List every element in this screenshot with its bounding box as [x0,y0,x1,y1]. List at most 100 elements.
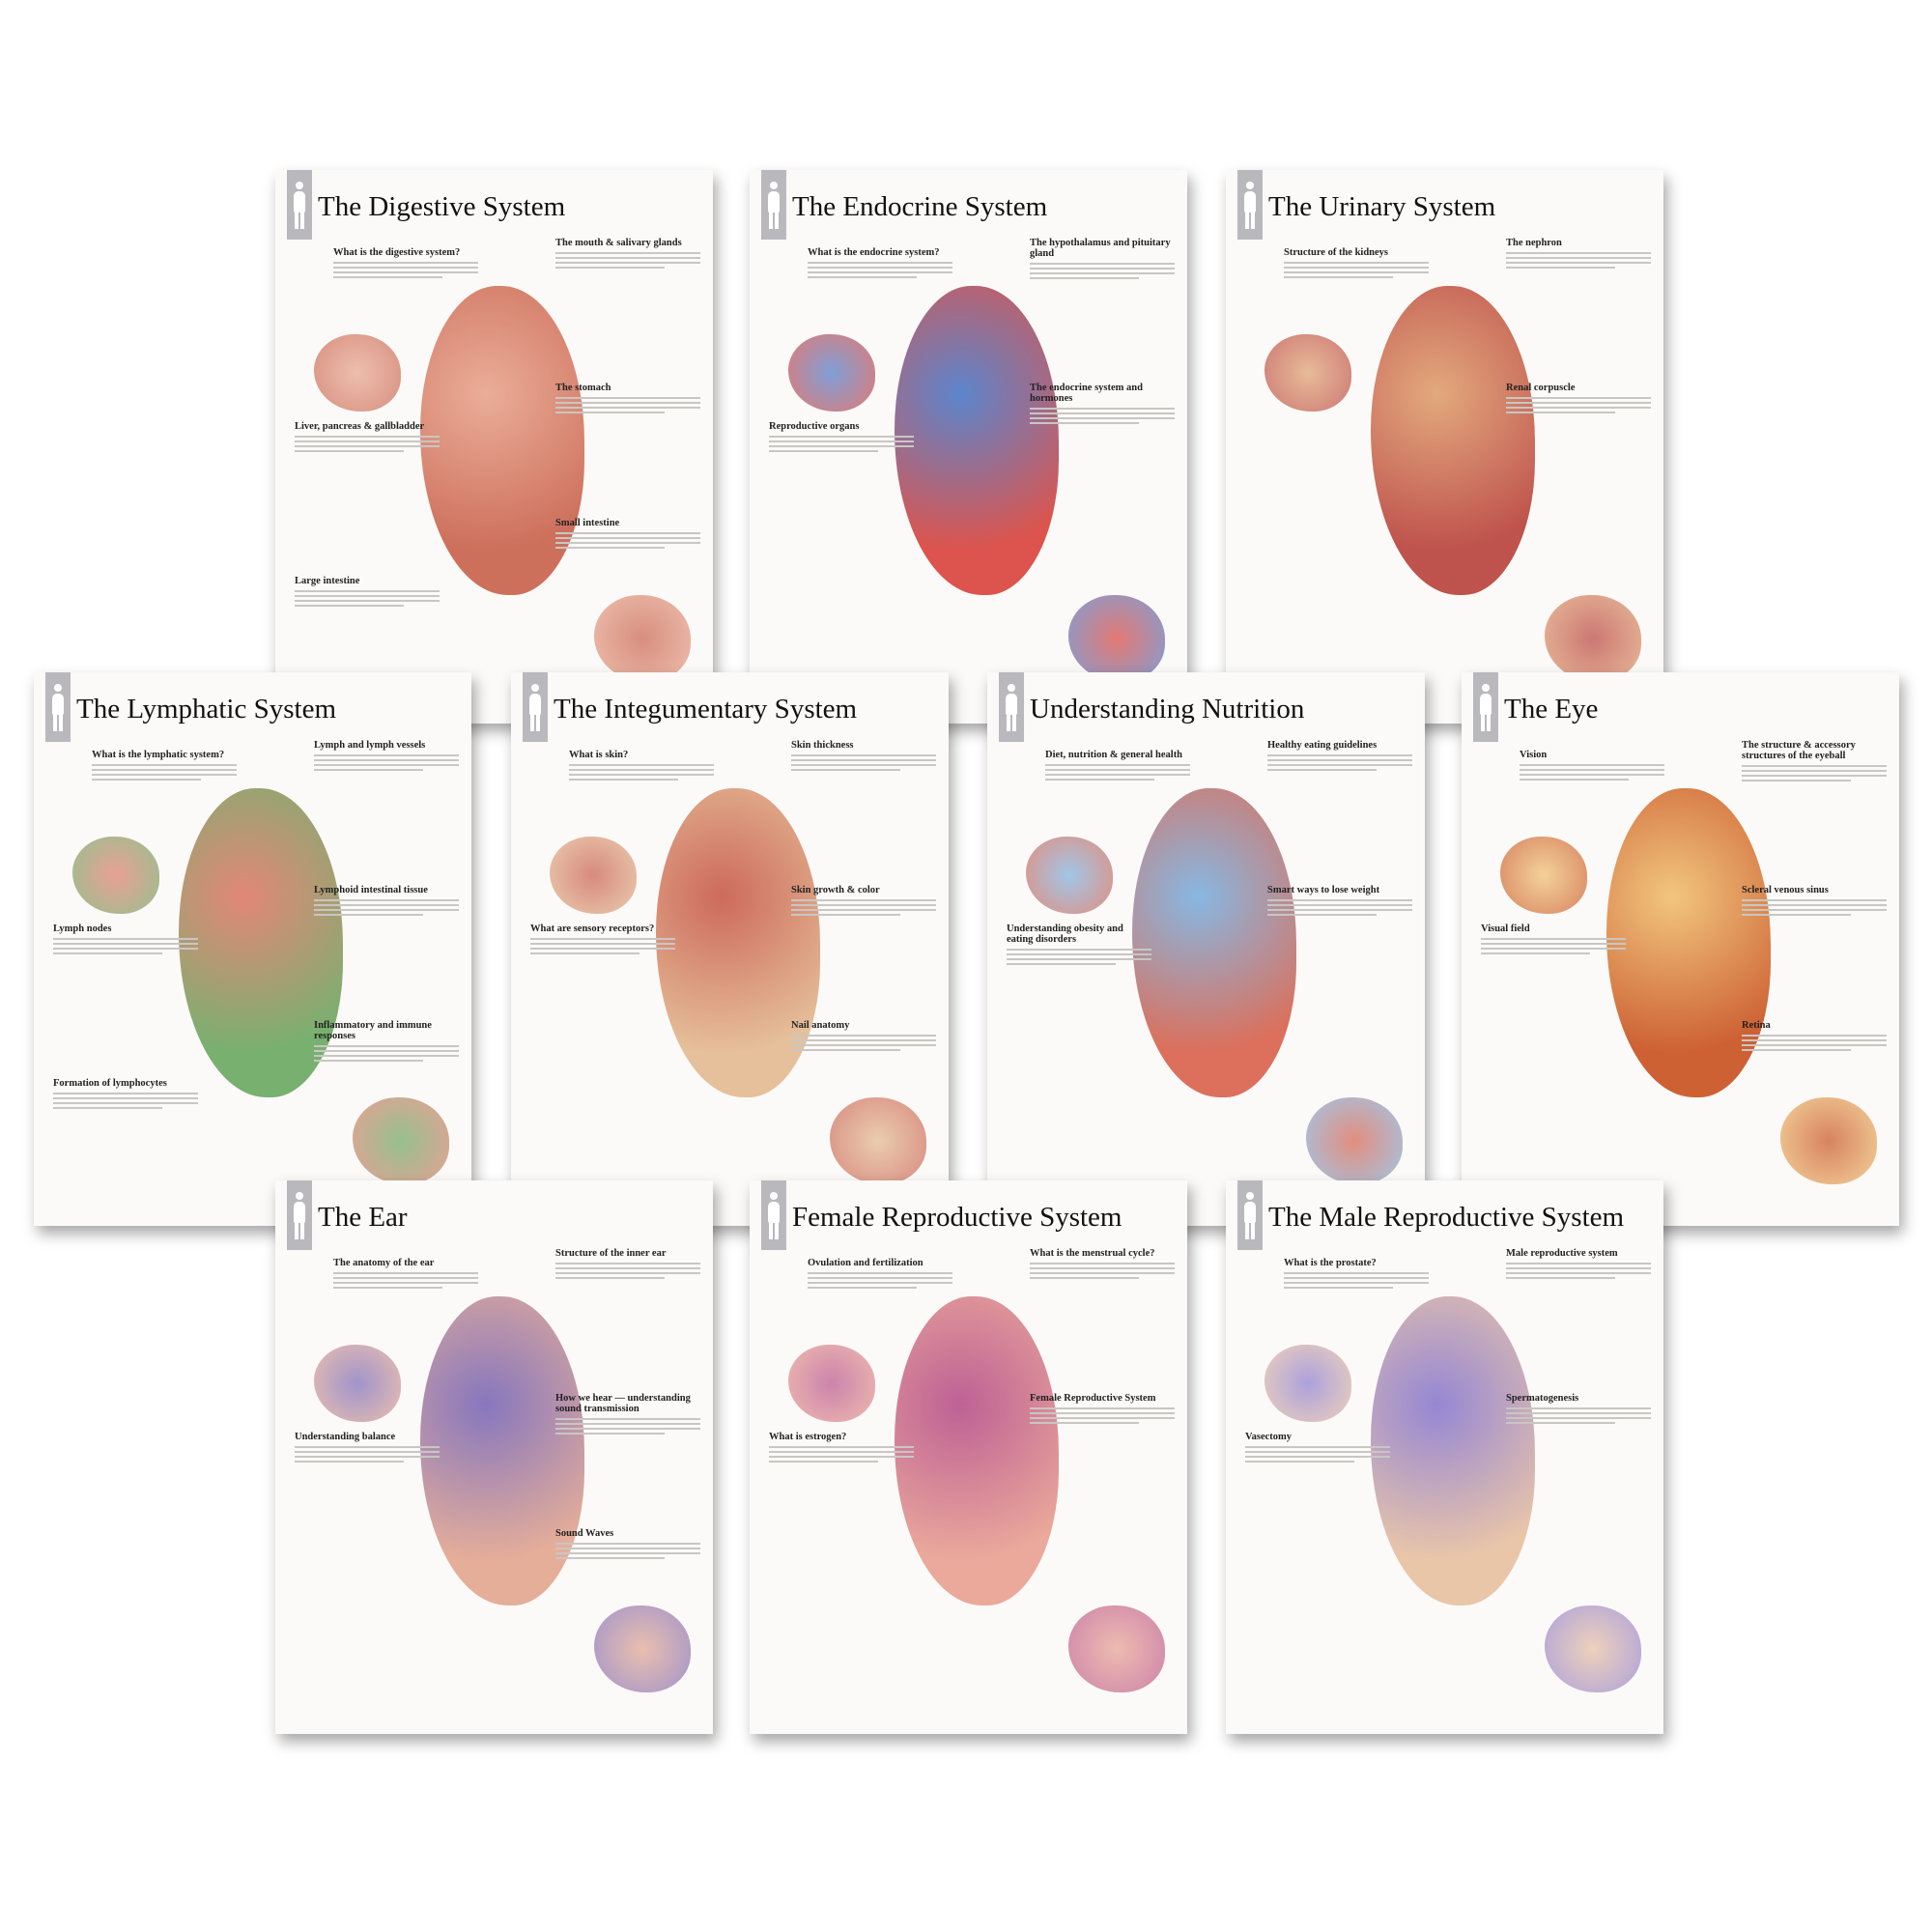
detail-illustration [1545,1605,1641,1692]
poster-section: What is the endocrine system? [808,247,952,281]
poster-title: The Eye [1504,694,1599,724]
section-heading: Renal corpuscle [1506,383,1576,393]
detail-illustration [1264,334,1351,412]
section-heading: Visual field [1481,923,1530,934]
detail-illustration [353,1097,449,1184]
detail-illustration [788,334,875,412]
section-heading: The hypothalamus and pituitary gland [1030,238,1171,259]
poster-ear: The Ear The anatomy of the ear Structure… [275,1180,713,1734]
section-heading: The stomach [555,383,611,393]
detail-illustration [1306,1097,1403,1184]
anatomy-illustration [895,1296,1059,1605]
section-heading: Ovulation and fertilization [808,1258,923,1268]
poster-title: The Ear [318,1202,408,1233]
poster-section: What are sensory receptors? [530,923,675,957]
section-heading: What is the menstrual cycle? [1030,1248,1155,1259]
section-heading: Inflammatory and immune responses [314,1020,432,1041]
body-figure-icon [999,672,1024,742]
poster-section: The stomach [555,383,700,416]
poster-section: Structure of the inner ear [555,1248,700,1282]
poster-title: The Male Reproductive System [1268,1202,1625,1233]
section-heading: Small intestine [555,518,620,528]
poster-section: What is skin? [569,750,714,783]
section-heading: Healthy eating guidelines [1267,740,1378,751]
detail-illustration [830,1097,926,1184]
poster-section: Formation of lymphocytes [53,1078,198,1112]
poster-section: Healthy eating guidelines [1267,740,1412,774]
section-heading: Diet, nutrition & general health [1045,750,1183,760]
poster-eye: The Eye Vision The structure & accessory… [1462,672,1899,1226]
poster-section: What is estrogen? [769,1432,914,1465]
section-heading: How we hear — understanding sound transm… [555,1393,691,1414]
section-heading: The endocrine system and hormones [1030,383,1143,404]
poster-section: Inflammatory and immune responses [314,1020,459,1065]
poster-title: Female Reproductive System [792,1202,1122,1233]
detail-illustration [1068,1605,1165,1692]
poster-section: Small intestine [555,518,700,552]
body-figure-icon [287,170,312,240]
detail-illustration [550,837,637,914]
poster-section: Understanding balance [295,1432,440,1465]
section-heading: Smart ways to lose weight [1267,885,1380,895]
detail-illustration [72,837,159,914]
section-heading: Large intestine [295,576,360,586]
section-heading: Understanding balance [295,1432,396,1442]
poster-section: Retina [1742,1020,1887,1054]
detail-illustration [1026,837,1113,914]
section-heading: Liver, pancreas & gallbladder [295,421,425,432]
poster-integumentary: The Integumentary System What is skin? S… [511,672,949,1226]
section-heading: What are sensory receptors? [530,923,655,934]
section-heading: Understanding obesity and eating disorde… [1007,923,1123,945]
section-heading: Formation of lymphocytes [53,1078,167,1089]
detail-illustration [1780,1097,1877,1184]
section-heading: Sound Waves [555,1528,614,1539]
body-figure-icon [1237,170,1263,240]
poster-section: Skin growth & color [791,885,936,919]
poster-section: Reproductive organs [769,421,914,455]
detail-illustration [594,595,691,682]
poster-section: Scleral venous sinus [1742,885,1887,919]
poster-section: Female Reproductive System [1030,1393,1175,1427]
poster-section: How we hear — understanding sound transm… [555,1393,700,1437]
section-heading: Retina [1742,1020,1771,1031]
poster-section: Large intestine [295,576,440,610]
section-heading: Structure of the inner ear [555,1248,667,1259]
poster-section: Male reproductive system [1506,1248,1651,1282]
anatomy-illustration [1371,286,1535,595]
section-heading: Skin growth & color [791,885,880,895]
body-figure-icon [761,170,786,240]
section-heading: Reproductive organs [769,421,860,432]
section-heading: What is skin? [569,750,629,760]
poster-section: The anatomy of the ear [333,1258,478,1292]
detail-illustration [1545,595,1641,682]
anatomy-illustration [895,286,1059,595]
poster-section: Vision [1520,750,1664,783]
section-heading: Lymphoid intestinal tissue [314,885,428,895]
body-figure-icon [523,672,548,742]
section-heading: Vision [1520,750,1548,760]
poster-section: What is the menstrual cycle? [1030,1248,1175,1282]
section-heading: Nail anatomy [791,1020,850,1031]
poster-section: What is the digestive system? [333,247,478,281]
detail-illustration [1068,595,1165,682]
poster-title: The Lymphatic System [76,694,337,724]
poster-endocrine: The Endocrine System What is the endocri… [750,170,1187,724]
poster-section: Renal corpuscle [1506,383,1651,416]
poster-section: What is the prostate? [1284,1258,1429,1292]
poster-title: The Endocrine System [792,191,1048,222]
anatomy-illustration [1371,1296,1535,1605]
section-heading: What is the digestive system? [333,247,461,258]
detail-illustration [314,1345,401,1422]
poster-nutrition: Understanding Nutrition Diet, nutrition … [987,672,1425,1226]
body-figure-icon [45,672,71,742]
section-heading: Vasectomy [1245,1432,1293,1442]
poster-section: Ovulation and fertilization [808,1258,952,1292]
section-heading: The anatomy of the ear [333,1258,435,1268]
poster-section: The hypothalamus and pituitary gland [1030,238,1175,282]
poster-section: What is the lymphatic system? [92,750,237,783]
detail-illustration [1264,1345,1351,1422]
section-heading: The nephron [1506,238,1562,248]
section-heading: What is the prostate? [1284,1258,1377,1268]
section-heading: The structure & accessory structures of … [1742,740,1856,761]
body-figure-icon [1237,1180,1263,1250]
